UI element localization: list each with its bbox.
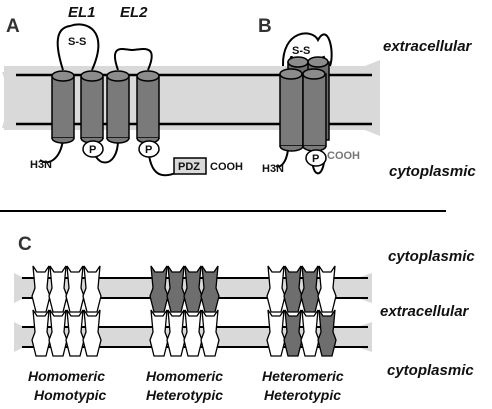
n-terminus-label-b: H3N [262,163,284,175]
caption-homomeric-heterotypic-2: Heterotypic [146,387,223,403]
helix-m1 [51,70,75,144]
homomeric-heterotypic-lower-connexin-2 [166,309,186,357]
c-terminus-label-a: COOH [210,161,243,173]
heteromeric-heterotypic-lower-connexin-2 [283,309,303,357]
disulfide-label-a: S-S [68,36,86,48]
heteromeric-heterotypic-upper-connexin-4 [317,265,337,313]
cytoplasmic-label-c-top: cytoplasmic [388,248,475,265]
homomeric-homotypic-lower-connexin-2 [48,309,68,357]
heteromeric-heterotypic-upper-connexin-3 [300,265,320,313]
heteromeric-heterotypic-lower-connexin-1 [266,309,286,357]
panel-label-c: C [18,234,32,255]
homomeric-homotypic-lower-connexin-4 [82,309,102,357]
homomeric-heterotypic-upper-connexin-3 [183,265,203,313]
el2-label: EL2 [120,4,148,21]
cytoplasmic-label: cytoplasmic [389,163,476,180]
helix-m4 [136,70,160,144]
caption-heteromeric-heterotypic-2: Heterotypic [264,387,341,403]
homomeric-heterotypic-upper-connexin-4 [200,265,220,313]
homomeric-heterotypic-lower-connexin-1 [149,309,169,357]
el1-label: EL1 [68,4,96,21]
heteromeric-heterotypic-upper-connexin-2 [283,265,303,313]
extracellular-label-c: extracellular [380,303,470,320]
homomeric-heterotypic-upper-connexin-1 [149,265,169,313]
pdz-label: PDZ [178,161,200,173]
gap-junction-channels [31,265,337,357]
homomeric-heterotypic-upper-connexin-2 [166,265,186,313]
phospho-site-a2 [138,140,160,158]
phospho-label-a2: P [145,144,152,156]
connexin-3d: S-S P H3N COOH [262,32,360,175]
phospho-site-b [305,149,327,167]
cytoplasmic-label-c-bottom: cytoplasmic [387,362,474,379]
disulfide-bond-a [67,34,95,48]
homomeric-heterotypic-lower-connexin-3 [183,309,203,357]
homomeric-homotypic-upper-connexin-2 [48,265,68,313]
caption-homomeric-homotypic-2: Homotypic [34,387,107,403]
helix-m3 [106,70,130,144]
disulfide-label-b: S-S [292,45,310,57]
c-terminus-label-b: COOH [327,150,360,162]
heteromeric-heterotypic-lower-connexin-4 [317,309,337,357]
homomeric-homotypic-lower-connexin-1 [31,309,51,357]
n-terminus-label-a: H3N [30,159,52,171]
homomeric-homotypic-lower-connexin-3 [65,309,85,357]
panel-label-b: B [258,16,272,37]
phospho-site-a1 [82,140,104,158]
helix-m2 [80,70,104,144]
phospho-label-a1: P [89,144,96,156]
heteromeric-heterotypic-lower-connexin-3 [300,309,320,357]
homomeric-homotypic-upper-connexin-1 [31,265,51,313]
caption-homomeric-heterotypic-1: Homomeric [146,368,223,384]
extracellular-label: extracellular [383,38,473,55]
caption-homomeric-homotypic-1: Homomeric [28,368,105,384]
connexin-topology: EL1 EL2 S-S [30,4,243,177]
homomeric-homotypic-upper-connexin-3 [65,265,85,313]
homomeric-heterotypic-lower-connexin-4 [200,309,220,357]
panel-label-a: A [6,16,20,37]
pdz-domain [173,157,207,175]
caption-heteromeric-heterotypic-1: Heteromeric [262,368,344,384]
phospho-label-b: P [312,153,319,165]
heteromeric-heterotypic-upper-connexin-1 [266,265,286,313]
homomeric-homotypic-upper-connexin-4 [82,265,102,313]
